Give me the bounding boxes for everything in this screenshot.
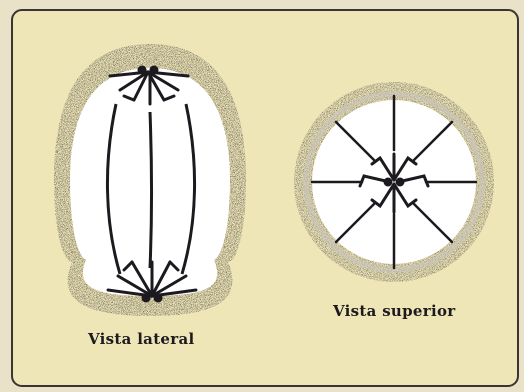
- lateral-view-caption: Vista lateral: [88, 330, 195, 348]
- superior-view-caption: Vista superior: [333, 302, 455, 320]
- lateral-view: [54, 44, 246, 316]
- superior-view: [294, 82, 494, 282]
- spindle-fiber: [150, 112, 152, 268]
